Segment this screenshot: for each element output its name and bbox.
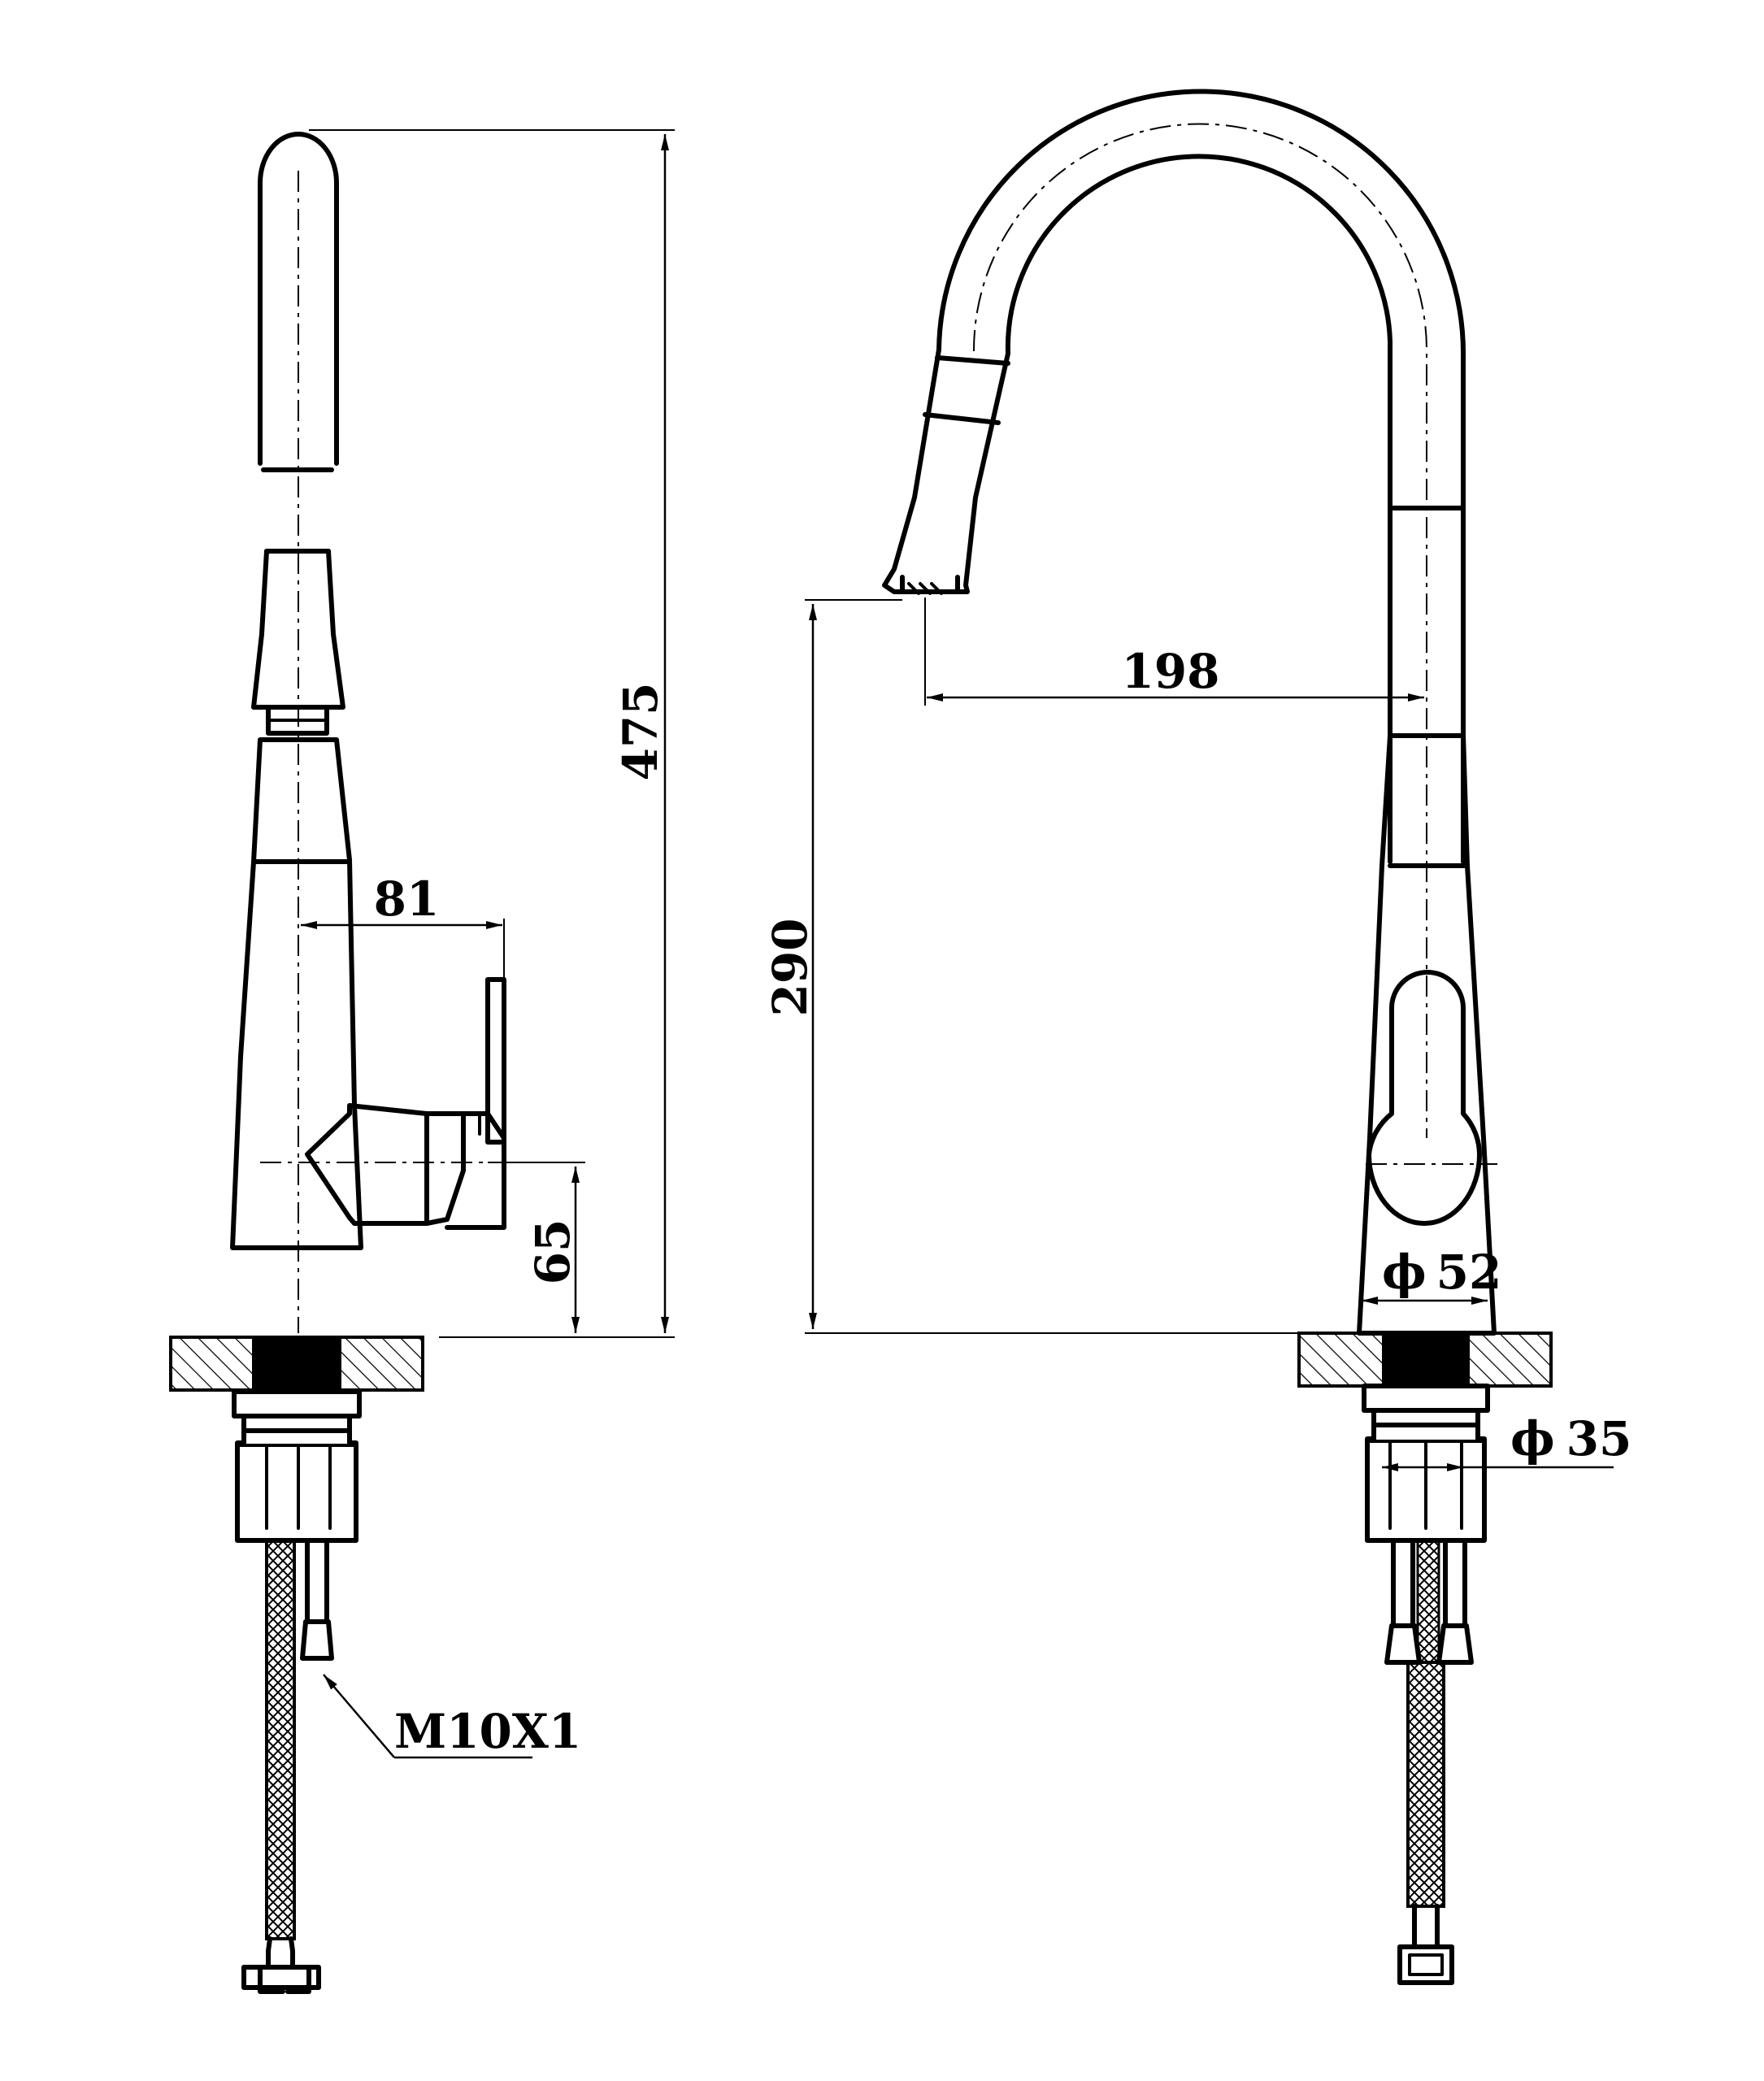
dim-handle-reach: 81: [301, 871, 505, 980]
thread-label: M10X1: [394, 1704, 581, 1759]
thread-callout: M10X1: [323, 1674, 581, 1759]
dim-handle-height: 65: [488, 1162, 585, 1333]
dim-shank-diameter-value: 35: [1566, 1411, 1632, 1466]
dim-total-height: 475: [309, 129, 675, 1338]
dim-shank-diameter-symbol: ϕ: [1510, 1411, 1555, 1466]
side-body: [230, 737, 363, 1250]
dim-body-diameter-value: 52: [1436, 1245, 1502, 1300]
dim-spout-height-label: 290: [763, 918, 818, 1016]
dim-handle-reach-label: 81: [374, 871, 440, 927]
dim-spout-reach: 198: [924, 597, 1424, 706]
front-deck: [1297, 1332, 1553, 1388]
side-handle: [305, 977, 506, 1230]
dim-spout-height: 290: [763, 599, 1359, 1334]
dim-spout-reach-label: 198: [1121, 644, 1219, 699]
dim-handle-height-label: 65: [525, 1219, 580, 1285]
dim-total-height-label: 475: [613, 682, 668, 780]
front-spout: [882, 89, 1470, 1138]
front-mounting: [1362, 1384, 1490, 1985]
dim-body-diameter-symbol: ϕ: [1382, 1245, 1427, 1300]
side-mounting: [232, 1389, 362, 1994]
side-spout: [251, 132, 345, 1333]
side-view: 475 81 65 M10X1: [169, 129, 675, 1994]
side-deck: [169, 1336, 424, 1392]
front-body: [1357, 733, 1497, 1336]
